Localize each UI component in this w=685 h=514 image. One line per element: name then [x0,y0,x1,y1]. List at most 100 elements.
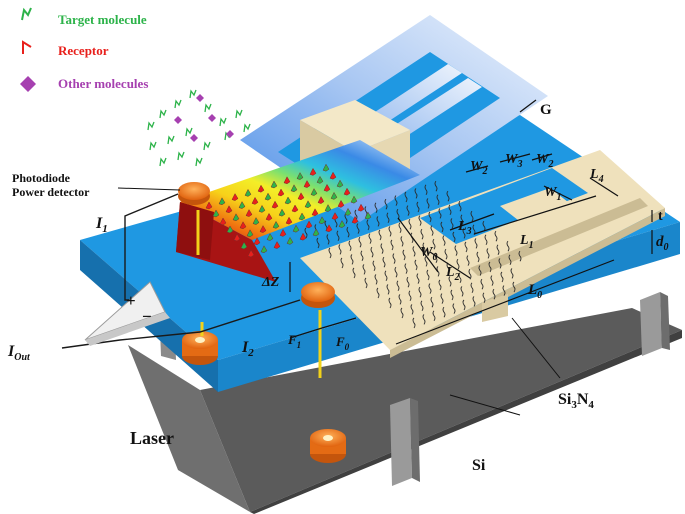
squiggle-mark [448,204,452,216]
squiggle-mark [414,188,418,199]
squiggle-mark [460,214,464,226]
current-i2-label: I2 [241,339,254,359]
dim-l1-label: L1 [519,233,534,251]
floating-target-molecule [177,151,185,161]
squiggle-mark [412,246,416,257]
floating-target-molecule [147,121,155,131]
squiggle-mark [392,253,396,264]
bound-molecule [322,163,330,172]
squiggle-mark [438,279,442,291]
legend-receptor-label: Receptor [58,43,109,58]
squiggle-mark [366,219,370,231]
squiggle-mark [406,276,410,288]
floating-target-molecule [243,123,251,133]
svg-text:W3: W3 [505,152,522,170]
squiggle-mark [420,300,424,312]
bound-molecule [331,212,339,220]
photodiode-lower [301,282,335,308]
squiggle-mark [496,244,500,256]
squiggle-mark [386,284,390,295]
dim-l2-label: L2 [445,265,460,283]
bound-molecule [336,179,344,188]
squiggle-pattern [304,180,522,329]
squiggle-mark [440,221,444,233]
squiggle-mark [464,241,468,253]
bound-molecule [351,215,359,224]
legend: Target molecule Receptor Other molecules [20,7,148,92]
squiggle-mark [408,290,412,302]
squiggle-mark [518,250,522,262]
squiggle-mark [486,248,490,259]
squiggle-mark [438,208,442,219]
squiggle-mark [426,198,430,209]
svg-text:I2: I2 [241,339,254,359]
svg-text:W2: W2 [470,159,487,177]
squiggle-mark [470,282,474,294]
squiggle-mark [382,256,386,268]
bound-molecule [264,192,272,201]
squiggle-mark [352,267,356,279]
bound-molecule [357,203,365,212]
squiggle-mark [374,202,378,214]
bound-molecule [290,184,298,193]
squiggle-mark [344,213,348,224]
bound-molecule [240,241,248,250]
bound-molecule [239,221,247,230]
receptor-icon [22,40,32,54]
dim-l4-label: L4 [589,167,604,185]
bound-molecule [298,212,306,221]
bound-molecule [330,191,338,200]
svg-text:L1: L1 [519,233,534,251]
squiggle-mark [418,286,422,298]
dim-w0-label: W0 [420,245,437,263]
squiggle-mark [482,292,486,304]
squiggle-mark [422,314,426,325]
si-label: Si [472,457,486,474]
squiggle-mark [480,278,484,290]
bound-molecule [285,216,293,225]
bound-molecule [251,196,259,205]
squiggle-mark [422,242,426,254]
bound-molecule [279,228,287,237]
squiggle-mark [498,258,502,269]
squiggle-mark [444,248,448,260]
squiggle-mark [478,265,482,276]
squiggle-mark [448,276,452,287]
bound-molecule [337,199,345,208]
squiggle-mark [430,225,434,236]
squiggle-mark [428,211,432,223]
floating-target-molecule [203,141,211,151]
laser-beams [196,210,322,378]
laser-label: Laser [130,428,174,448]
voltage-source: + − [84,281,170,346]
bound-molecule [291,204,299,213]
squiggle-mark [508,254,512,266]
squiggle-mark [500,271,504,283]
squiggle-mark [304,227,308,239]
squiggle-mark [360,250,364,262]
squiggle-mark [482,220,486,232]
bound-molecule [205,201,213,210]
squiggle-mark [372,260,376,272]
squiggle-mark [452,303,456,314]
molecule-array [205,163,372,258]
squiggle-mark [390,239,394,251]
squiggle-mark [404,191,408,203]
bound-molecule [316,175,324,184]
squiggle-mark [458,200,462,212]
squiggle-mark [446,262,450,274]
squiggle-mark [462,299,466,311]
squiggle-mark [402,249,406,261]
squiggle-mark [384,270,388,282]
floating-target-molecule [189,89,197,99]
squiggle-mark [384,198,388,210]
squiggle-mark [350,254,354,265]
other-molecule-icon [20,76,36,92]
bound-molecule [272,220,280,229]
squiggle-mark [430,296,434,308]
svg-text:W1: W1 [544,185,561,203]
bound-molecule [338,220,346,228]
floating-target-molecule [159,157,167,167]
bound-molecule [283,176,291,185]
